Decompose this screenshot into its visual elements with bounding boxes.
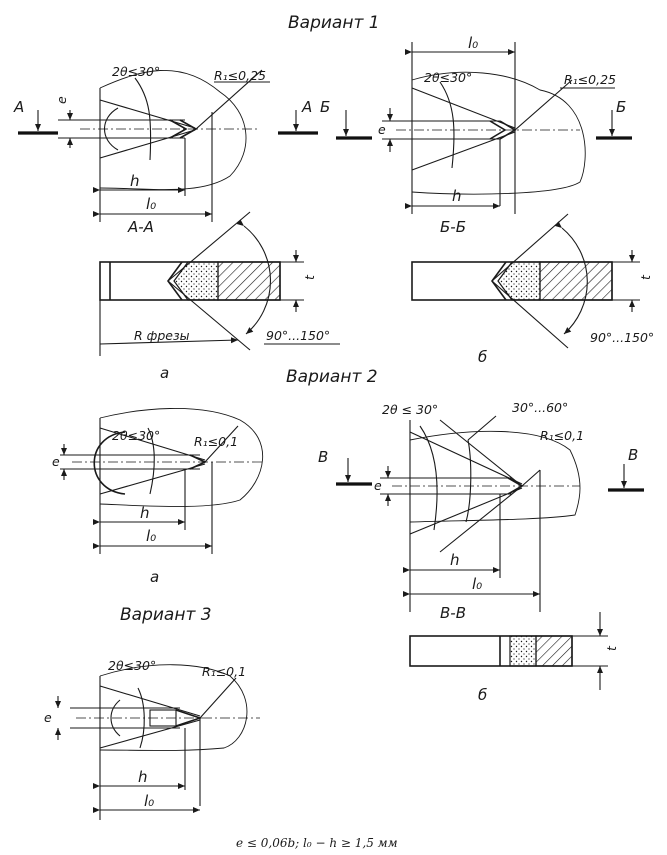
v1-right-h-label: h: [452, 187, 462, 205]
v2-left-l0-label: l₀: [146, 527, 156, 545]
v3-e-label: e: [44, 710, 52, 725]
v1-left-e-label: e: [54, 96, 69, 104]
section-label-v-left: В: [318, 448, 328, 466]
v2-left-e-label: e: [52, 454, 60, 469]
section-b-b-label: Б-Б: [440, 218, 466, 236]
section-v-v-label: В-В: [440, 604, 466, 622]
v3-l0-label: l₀: [144, 792, 154, 810]
v1-left-angle-label: 2θ≤30°: [112, 64, 160, 79]
v1-right-angle-label: 2θ≤30°: [424, 70, 472, 85]
v1-left-l0-label: l₀: [146, 195, 156, 213]
v1-right-e-label: e: [378, 122, 386, 137]
variant-2-title: Вариант 2: [286, 367, 378, 387]
variant-1-title: Вариант 1: [288, 13, 380, 33]
v2-left-angle-label: 2θ≤30°: [112, 428, 160, 443]
v2-left-specimen: [60, 407, 264, 554]
v3-radius-label: R₁≤0,1: [202, 664, 246, 679]
v2-left-h-label: h: [140, 504, 150, 522]
section-label-b-left: Б: [320, 98, 330, 116]
aa-cutter-label: R фрезы: [134, 328, 190, 343]
section-label-a-left: А: [13, 98, 24, 116]
variant-3-title: Вариант 3: [120, 605, 212, 625]
section-a-a-label: А-А: [127, 218, 154, 236]
v2-left-radius-label: R₁≤0,1: [194, 434, 238, 449]
aa-t-label: t: [302, 274, 317, 280]
v2-right-radius-label: R₁≤0,1: [540, 428, 584, 443]
v3-specimen: [55, 664, 260, 820]
v2-right-e-label: e: [374, 478, 382, 493]
formula-caption: e ≤ 0,06b; l₀ − h ≥ 1,5 мм: [236, 836, 398, 850]
section-label-b-right: Б: [616, 98, 626, 116]
v2-right-l0-label: l₀: [472, 575, 482, 593]
section-label-a-right: А: [301, 98, 312, 116]
v2-right-specimen: [336, 415, 644, 612]
v1-left-h-label: h: [130, 172, 140, 190]
sublabel-b-2: б: [478, 686, 487, 704]
v2-right-h-label: h: [450, 551, 460, 569]
v1-left-specimen: [18, 69, 318, 222]
v1-right-specimen: [336, 42, 632, 214]
bb-t-label: t: [638, 274, 653, 280]
vv-t-label: t: [604, 645, 619, 651]
v3-angle-label: 2θ≤30°: [108, 658, 156, 673]
v2-right-angle-label: 2θ ≤ 30°: [382, 402, 438, 417]
section-b-b-drawing: [411, 213, 640, 349]
aa-angle-label: 90°...150°: [266, 328, 330, 343]
v2-right-angle-30-60: 30°...60°: [512, 400, 568, 415]
sublabel-a-1: а: [160, 364, 169, 382]
v1-right-radius-label: R₁≤0,25: [564, 72, 616, 87]
v3-h-label: h: [138, 768, 148, 786]
bb-angle-label: 90°...150°: [590, 330, 654, 345]
v1-left-radius-label: R₁≤0,25: [214, 68, 266, 83]
sublabel-b-1: б: [478, 348, 487, 366]
sublabel-a-2: а: [150, 568, 159, 586]
section-v-v-drawing: [409, 612, 608, 690]
v1-right-l0-label: l₀: [468, 34, 478, 52]
section-label-v-right: В: [628, 446, 638, 464]
section-a-a-drawing: [99, 211, 340, 356]
